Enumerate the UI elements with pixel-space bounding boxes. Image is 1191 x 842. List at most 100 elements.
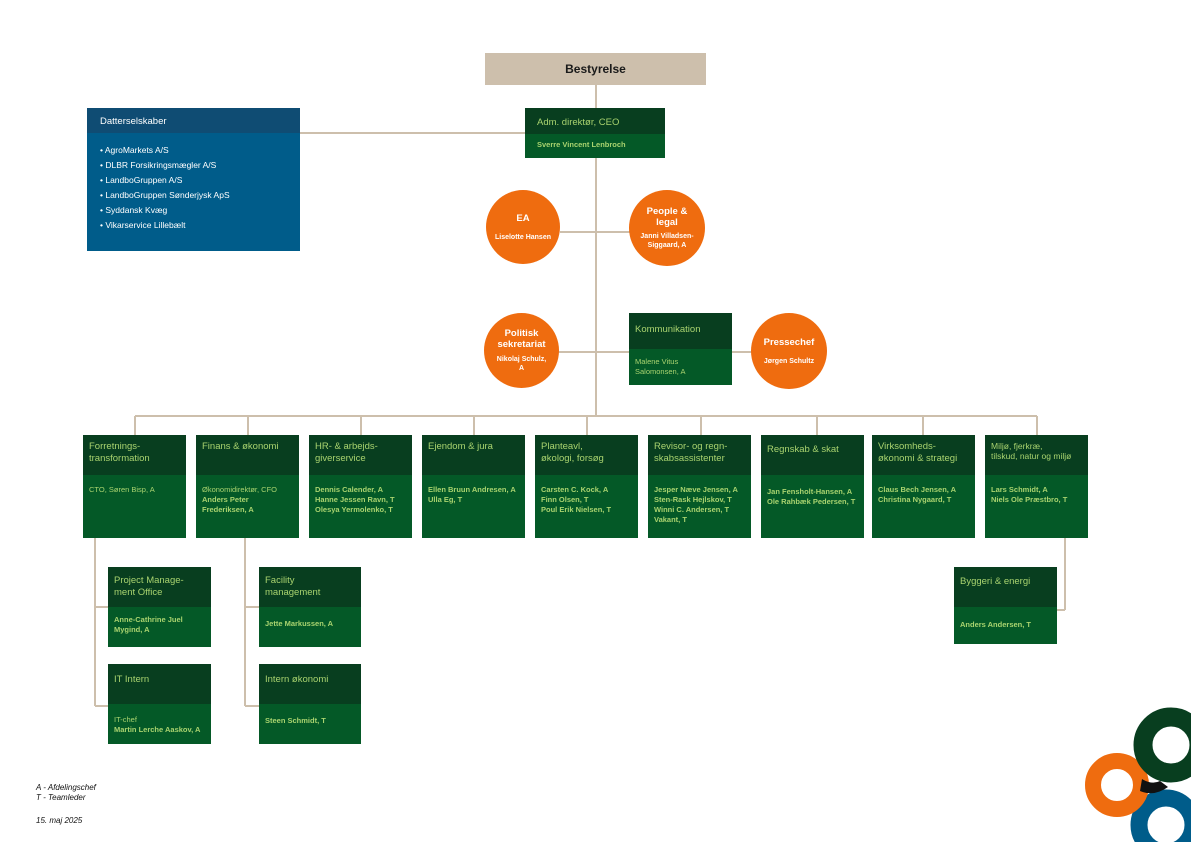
dept-person: Jan Fensholt-Hansen, A xyxy=(767,487,853,496)
dept-person: Dennis Calender, A xyxy=(315,485,384,494)
dept-person: Claus Bech Jensen, A xyxy=(878,485,957,494)
subsidiaries-title: Datterselskaber xyxy=(87,108,300,133)
dept-person: Lars Schmidt, A xyxy=(991,485,1048,494)
presse-person: Jørgen Schultz xyxy=(763,357,815,365)
subunit-title: Facility xyxy=(265,575,295,586)
dept-person: Poul Erik Nielsen, T xyxy=(541,505,612,514)
subunit-project-management-office: Project Manage- ment Office Anne-Cathrin… xyxy=(108,567,211,647)
people-person-2: Siggaard, A xyxy=(647,242,687,249)
subunit-title: IT Intern xyxy=(114,674,150,685)
list-item: • LandboGruppen A/S xyxy=(100,175,183,185)
dept-person: Sten-Rask Hejlskov, T xyxy=(654,495,732,504)
politisk-title-2: sekretariat xyxy=(497,339,546,350)
list-item: • AgroMarkets A/S xyxy=(100,145,169,155)
dept-person: Frederiksen, A xyxy=(202,505,254,514)
dept-person: Olesya Yermolenko, T xyxy=(315,505,393,514)
dept-title: Finans & økonomi xyxy=(202,441,279,452)
dept-title: Revisor- og regn- xyxy=(654,441,728,452)
dept-person: Jesper Næve Jensen, A xyxy=(654,485,738,494)
dept-ejendom-jura: Ejendom & jura Ellen Bruun Andresen, A U… xyxy=(422,435,525,538)
subsidiaries-list: • AgroMarkets A/S • DLBR Forsikringsmægl… xyxy=(87,133,300,233)
dept-person: Anders Peter xyxy=(202,495,249,504)
ea-person: Liselotte Hansen xyxy=(494,233,551,241)
subunit-title: management xyxy=(265,587,321,598)
ceo-name: Sverre Vincent Lenbroch xyxy=(537,140,626,149)
legend: A - Afdelingschef T - Teamleder xyxy=(36,783,96,803)
subunit-role: IT-chef xyxy=(114,715,137,724)
date: 15. maj 2025 xyxy=(36,816,83,825)
dept-miljo-fjerkrae: Miljø, fjerkræ, tilskud, natur og miljø … xyxy=(985,435,1088,538)
dept-title: Forretnings- xyxy=(89,441,141,452)
board-box: Bestyrelse xyxy=(485,53,706,85)
subunit-facility-management: Facility management Jette Markussen, A xyxy=(259,567,361,647)
dept-forretningstransformation: Forretnings- transformation CTO, Søren B… xyxy=(83,435,186,538)
dept-person: Økonomidirektør, CFO xyxy=(202,485,278,494)
pressechef-circle: Pressechef Jørgen Schultz xyxy=(751,313,827,389)
people-legal-circle: People & legal Janni Villadsen- Siggaard… xyxy=(629,190,705,266)
politisk-person-1: Nikolaj Schulz, xyxy=(496,356,547,363)
dept-title: Miljø, fjerkræ, xyxy=(991,441,1043,451)
dept-person: Ulla Eg, T xyxy=(428,495,463,504)
dept-planteavl: Planteavl, økologi, forsøg Carsten C. Ko… xyxy=(535,435,638,538)
dept-person: Winni C. Andersen, T xyxy=(654,505,730,514)
dept-virksomhedsokonomi-strategi: Virksomheds- økonomi & strategi Claus Be… xyxy=(872,435,975,538)
dept-person: Hanne Jessen Ravn, T xyxy=(315,495,395,504)
dept-hr-arbejdsgiverservice: HR- & arbejds- giverservice Dennis Calen… xyxy=(309,435,412,538)
ceo-box: Adm. direktør, CEO Sverre Vincent Lenbro… xyxy=(525,108,665,158)
list-item: • LandboGruppen Sønderjysk ApS xyxy=(100,190,230,200)
dept-title: giverservice xyxy=(315,453,366,464)
dept-title: skabsassistenter xyxy=(654,453,725,464)
dept-person: Christina Nygaard, T xyxy=(878,495,952,504)
dept-person: Niels Ole Præstbro, T xyxy=(991,495,1068,504)
dept-person: Carsten C. Kock, A xyxy=(541,485,609,494)
subunit-person: Anders Andersen, T xyxy=(960,620,1031,629)
presse-title: Pressechef xyxy=(763,336,815,348)
ea-circle: EA Liselotte Hansen xyxy=(486,190,560,264)
dept-title: økologi, forsøg xyxy=(541,453,604,464)
people-title-1: People & xyxy=(646,206,688,217)
dept-person: CTO, Søren Bisp, A xyxy=(89,485,155,494)
dept-person: Vakant, T xyxy=(654,515,687,524)
list-item: • Vikarservice Lillebælt xyxy=(100,220,186,230)
dept-revisor-regnskabsassistenter: Revisor- og regn- skabsassistenter Jespe… xyxy=(648,435,751,538)
legend-t: T - Teamleder xyxy=(36,793,86,802)
dept-regnskab-skat: Regnskab & skat Jan Fensholt-Hansen, A O… xyxy=(761,435,864,538)
subunit-title: Project Manage- xyxy=(114,575,184,586)
subunit-title: ment Office xyxy=(114,587,163,598)
kommunikation-person-2: Salomonsen, A xyxy=(635,367,686,376)
subunit-intern-okonomi: Intern økonomi Steen Schmidt, T xyxy=(259,664,361,744)
people-title-2: legal xyxy=(656,217,678,228)
politisk-title-1: Politisk xyxy=(504,328,539,339)
kommunikation-title: Kommunikation xyxy=(629,313,732,349)
politisk-person-2: A xyxy=(518,365,525,372)
subunit-title: Byggeri & energi xyxy=(960,576,1031,587)
dept-title: Regnskab & skat xyxy=(767,444,839,455)
subunit-person: Steen Schmidt, T xyxy=(265,716,326,725)
ea-title: EA xyxy=(516,212,530,224)
kommunikation-box: Kommunikation Malene Vitus Salomonsen, A xyxy=(629,313,732,385)
list-item: • DLBR Forsikringsmægler A/S xyxy=(100,160,217,170)
dept-title: Virksomheds- xyxy=(878,441,936,452)
logo-rings-icon xyxy=(1085,707,1191,842)
subunit-person: Jette Markussen, A xyxy=(265,619,334,628)
subunit-person: Mygind, A xyxy=(114,625,150,634)
subunit-title: Intern økonomi xyxy=(265,674,329,685)
dept-person: Ole Rahbæk Pedersen, T xyxy=(767,497,856,506)
subunit-it-intern: IT Intern IT-chef Martin Lerche Aaskov, … xyxy=(108,664,211,744)
subunit-person: Martin Lerche Aaskov, A xyxy=(114,725,201,734)
people-person-1: Janni Villadsen- xyxy=(640,233,694,240)
dept-title: tilskud, natur og miljø xyxy=(991,451,1072,461)
board-label: Bestyrelse xyxy=(565,62,626,76)
subsidiaries-box: Datterselskaber • AgroMarkets A/S • DLBR… xyxy=(87,108,300,251)
dept-person: Ellen Bruun Andresen, A xyxy=(428,485,516,494)
dept-title: Ejendom & jura xyxy=(428,441,493,452)
dept-title: transformation xyxy=(89,453,150,464)
kommunikation-person-1: Malene Vitus xyxy=(635,357,679,366)
dept-title: HR- & arbejds- xyxy=(315,441,378,452)
politisk-sekretariat-circle: Politisk sekretariat Nikolaj Schulz, A xyxy=(484,313,559,388)
dept-person: Finn Olsen, T xyxy=(541,495,589,504)
dept-finans-okonomi: Finans & økonomi Økonomidirektør, CFO An… xyxy=(196,435,299,538)
dept-title: økonomi & strategi xyxy=(878,453,958,464)
list-item: • Syddansk Kvæg xyxy=(100,205,168,215)
